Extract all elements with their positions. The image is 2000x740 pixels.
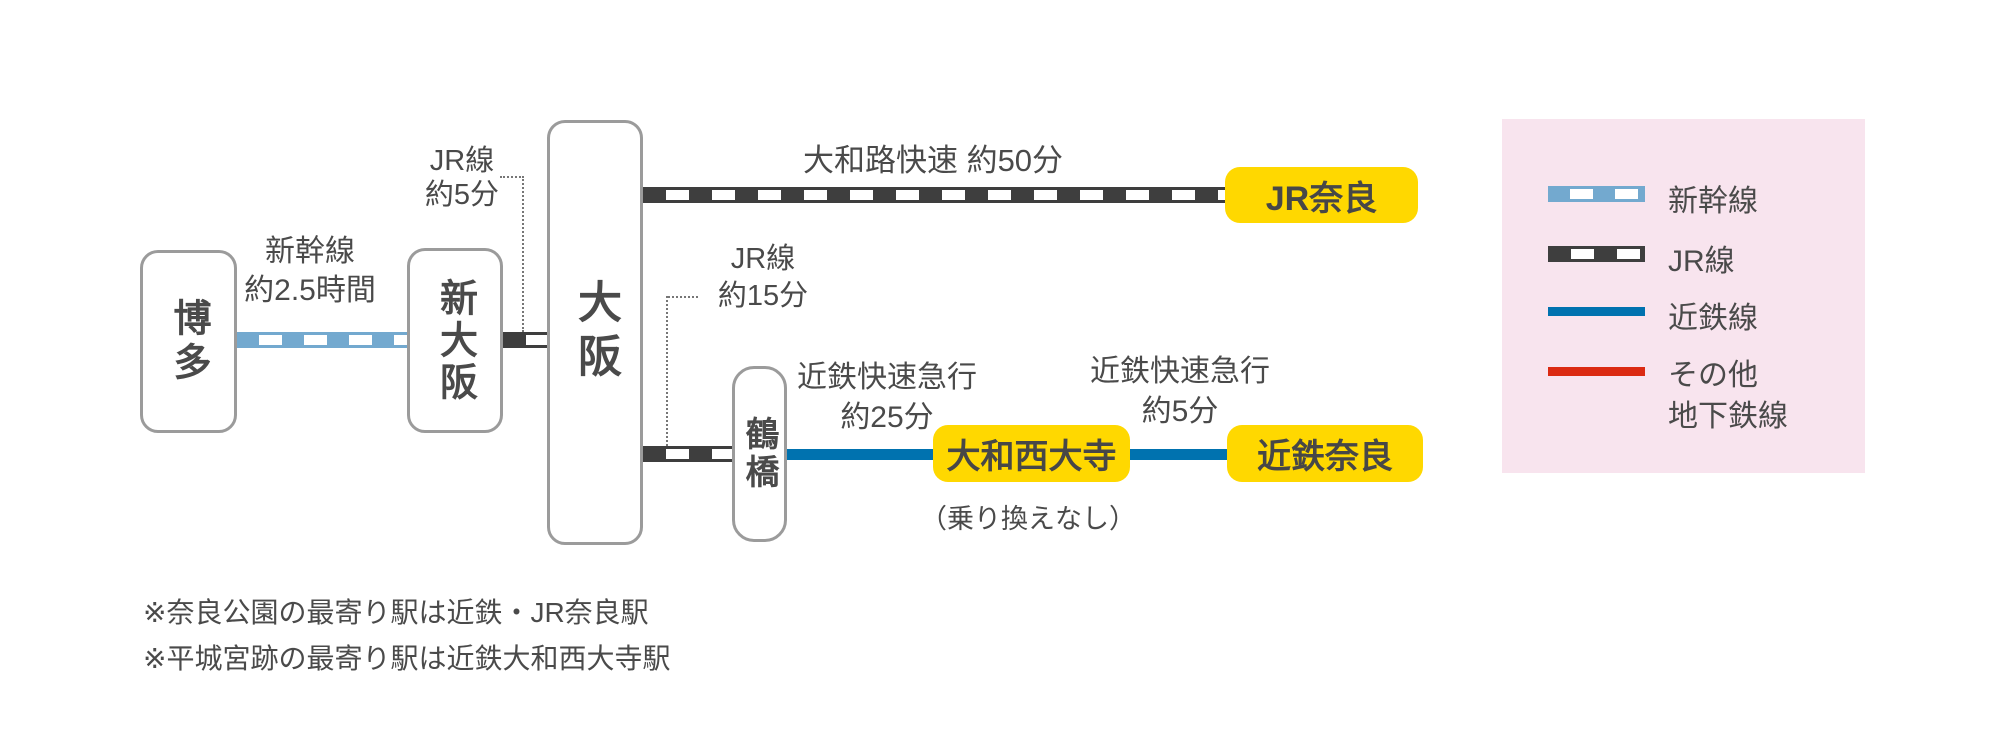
station-kintetsu-nara-label: 近鉄奈良: [1257, 438, 1393, 476]
station-osaka: 大阪: [547, 120, 643, 545]
station-kintetsu-nara: 近鉄奈良: [1227, 425, 1423, 482]
legend-box: 新幹線 JR線 近鉄線 その他 地下鉄線: [1502, 119, 1865, 473]
line-jr-osaka-jrnara: [643, 187, 1225, 203]
leader-jr15min-horizontal: [668, 296, 698, 298]
label-kintetsu-25min-line: 近鉄快速急行: [797, 361, 977, 394]
line-kintetsu-tsuruhashi-saidaiji: [787, 449, 933, 460]
station-shin-osaka: 新大阪: [407, 248, 503, 433]
label-shinkansen-duration: 新幹線 約2.5時間: [244, 232, 376, 310]
station-osaka-label: 大阪: [571, 278, 620, 387]
footnote-heijo-palace: ※平城宮跡の最寄り駅は近鉄大和西大寺駅: [143, 643, 671, 674]
leader-jr15min-vertical: [666, 296, 668, 446]
legend-sample-kintetsu: [1548, 307, 1645, 316]
legend-label-shinkansen: 新幹線: [1668, 185, 1758, 218]
label-jr-15min-time: 約15分: [717, 280, 809, 312]
label-kintetsu-5min: 近鉄快速急行 約5分: [1090, 352, 1270, 432]
label-jr-15min: JR線 約15分: [718, 241, 808, 315]
legend-label-other-subway: その他 地下鉄線: [1668, 355, 1788, 437]
legend-sample-jr: [1548, 246, 1645, 262]
label-jr-5min-line: JR線: [429, 145, 495, 177]
label-kintetsu-25min-time: 約25分: [840, 401, 934, 434]
line-shinkansen-hakata-shinosaka: [237, 332, 407, 348]
station-hakata-label: 博多: [167, 297, 209, 386]
line-kintetsu-saidaiji-kintetsunara: [1130, 449, 1227, 460]
station-jr-nara-label: JR奈良: [1265, 179, 1378, 218]
label-shinkansen-line: 新幹線: [265, 235, 355, 268]
station-yamato-saidaiji-label: 大和西大寺: [946, 438, 1117, 476]
legend-sample-shinkansen: [1548, 186, 1645, 202]
label-shinkansen-time: 約2.5時間: [244, 274, 376, 307]
note-no-transfer: （乗り換えなし）: [920, 504, 1136, 534]
legend-label-other-line2: 地下鉄線: [1668, 400, 1788, 433]
leader-jr5min-vertical: [522, 176, 524, 332]
label-yamatoji-rapid: 大和路快速 約50分: [802, 143, 1064, 178]
legend-label-kintetsu: 近鉄線: [1668, 302, 1758, 335]
footnote-nara-park: ※奈良公園の最寄り駅は近鉄・JR奈良駅: [143, 597, 649, 628]
legend-label-other-line1: その他: [1668, 359, 1758, 392]
label-jr-5min: JR線 約5分: [425, 144, 499, 212]
label-jr-5min-time: 約5分: [424, 179, 500, 211]
legend-sample-other-subway: [1548, 367, 1645, 376]
station-jr-nara: JR奈良: [1225, 167, 1418, 223]
station-tsuruhashi-label: 鶴橋: [740, 416, 778, 492]
line-jr-shinosaka-osaka: [503, 332, 547, 348]
station-yamato-saidaiji: 大和西大寺: [933, 425, 1130, 482]
label-jr-15min-line: JR線: [730, 243, 796, 275]
leader-jr5min-horizontal: [500, 176, 524, 178]
label-kintetsu-25min: 近鉄快速急行 約25分: [797, 358, 977, 438]
label-kintetsu-5min-line: 近鉄快速急行: [1090, 355, 1270, 388]
line-jr-osaka-tsuruhashi: [643, 446, 732, 462]
station-tsuruhashi: 鶴橋: [732, 366, 787, 542]
legend-label-jr: JR線: [1668, 245, 1735, 278]
label-kintetsu-5min-time: 約5分: [1141, 395, 1219, 428]
station-hakata: 博多: [140, 250, 237, 433]
station-shin-osaka-label: 新大阪: [433, 277, 476, 404]
